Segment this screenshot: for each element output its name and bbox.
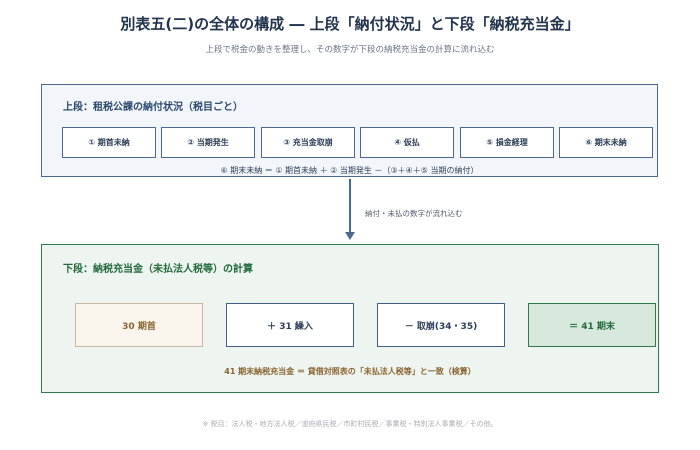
box-opening-balance: 30 期首 — [75, 303, 203, 347]
box-current-accrual: ② 当期発生 — [161, 127, 255, 158]
flow-arrow-line — [349, 179, 351, 233]
page-subtitle: 上段で税金の動きを整理し、その数字が下段の納税充当金の計算に流れ込む — [205, 45, 495, 55]
flow-arrow-label: 納付・未払の数字が流れ込む — [365, 209, 463, 218]
flow-arrow-head — [345, 232, 355, 240]
footnote: ※ 税目：法人税・地方法人税／道府県民税／市町村民税／事業税・特別法人事業税／そ… — [202, 420, 498, 428]
lower-section-panel: 下段：納税充当金（未払法人税等）の計算 30 期首 ＋ 31 繰入 － 取崩(3… — [41, 244, 659, 393]
box-closing-balance: ＝ 41 期末 — [528, 303, 656, 347]
page-title: 別表五(二)の全体の構成 ― 上段「納付状況」と下段「納税充当金」 — [120, 15, 580, 33]
box-provisional-payment: ④ 仮払 — [360, 127, 454, 158]
upper-section-title: 上段：租税公課の納付状況（税目ごと） — [63, 102, 243, 113]
box-provision-reversal: ③ 充当金取崩 — [261, 127, 355, 158]
box-reversal: － 取崩(34・35) — [377, 303, 505, 347]
lower-section-title: 下段：納税充当金（未払法人税等）の計算 — [63, 264, 253, 275]
box-expensed-payment: ⑤ 損金経理 — [460, 127, 554, 158]
lower-check-note: 41 期末納税充当金 ＝ 貸借対照表の「未払法人税等」と一致（検算） — [224, 367, 476, 376]
box-closing-unpaid: ⑥ 期末未納 — [559, 127, 653, 158]
box-transfer-in: ＋ 31 繰入 — [226, 303, 354, 347]
upper-formula: ⑥ 期末未納 ＝ ① 期首未納 ＋ ② 当期発生 －（③＋④＋⑤ 当期の納付） — [220, 166, 479, 175]
box-opening-unpaid: ① 期首未納 — [62, 127, 156, 158]
upper-section-panel: 上段：租税公課の納付状況（税目ごと） ① 期首未納 ② 当期発生 ③ 充当金取崩… — [41, 84, 658, 177]
